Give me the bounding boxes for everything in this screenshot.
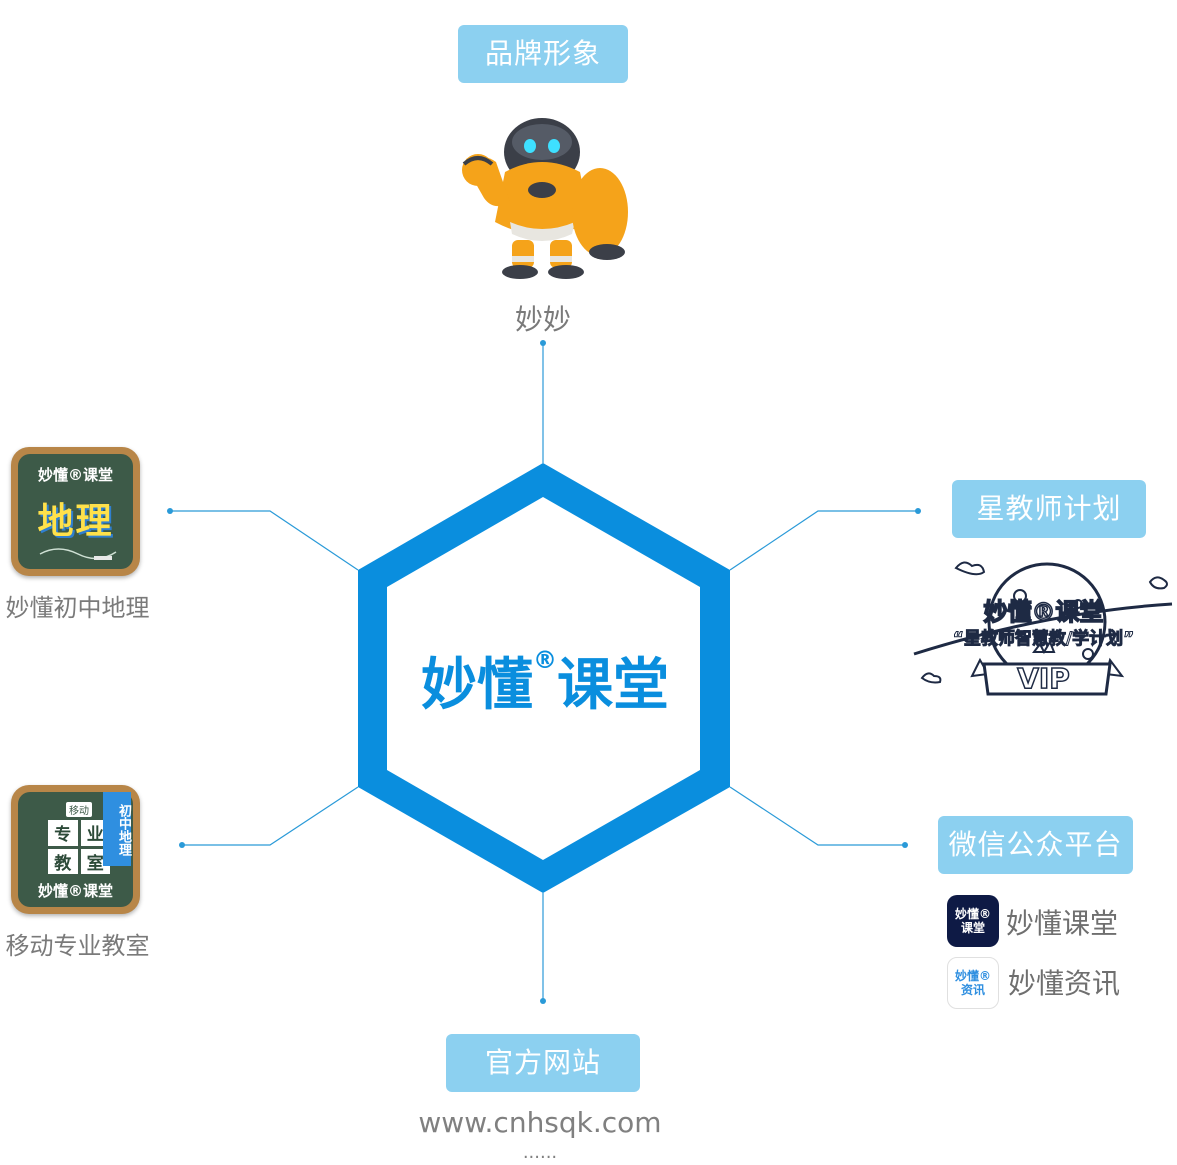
wechat-account-icon-classroom[interactable]: 妙懂®课堂 bbox=[947, 895, 999, 947]
icon-subject-text: 地理 bbox=[37, 501, 114, 542]
brand-registered-mark: ® bbox=[533, 646, 557, 674]
caption-mobile-classroom: 移动专业教室 bbox=[5, 932, 150, 960]
grid-cell: 专 bbox=[48, 820, 78, 846]
icon-brand-text: 妙懂®课堂 bbox=[37, 882, 113, 900]
icon-character-grid: 专 业 教 室 bbox=[48, 820, 110, 874]
badge-line-plan: “星教师智慧教/学计划” bbox=[952, 629, 1135, 650]
node-dot-right-top bbox=[915, 508, 921, 514]
caption-geography-app: 妙懂初中地理 bbox=[5, 594, 150, 622]
connector-left-bottom bbox=[182, 786, 359, 846]
app-icon-geography[interactable]: 妙懂®课堂 地理 bbox=[11, 447, 140, 576]
connector-right-bottom bbox=[729, 786, 905, 846]
caption-mascot: 妙妙 bbox=[514, 303, 571, 336]
grid-cell: 教 bbox=[48, 848, 78, 874]
pill-official-website: 官方网站 bbox=[446, 1034, 640, 1092]
node-dot-top bbox=[540, 340, 546, 346]
badge-vip: VIP bbox=[1016, 661, 1070, 696]
star-teacher-badge: 妙懂®课堂 “星教师智慧教/学计划” VIP bbox=[910, 552, 1177, 702]
website-url-link[interactable]: www.cnhsqk.com bbox=[418, 1106, 662, 1139]
icon-tag-mobile: 移动 bbox=[66, 802, 92, 817]
robot-mascot-icon bbox=[462, 118, 628, 279]
chalkboard: 移动 专 业 教 室 初中地理 妙懂®课堂 bbox=[18, 792, 133, 907]
node-dot-left-bottom bbox=[179, 842, 185, 848]
node-dot-left-top bbox=[167, 508, 173, 514]
wechat-account-label-news[interactable]: 妙懂资讯 bbox=[1008, 967, 1121, 1000]
pill-brand-image: 品牌形象 bbox=[458, 25, 628, 83]
chalk-doodle-icon bbox=[39, 548, 117, 560]
app-icon-mobile-classroom[interactable]: 移动 专 业 教 室 初中地理 妙懂®课堂 bbox=[11, 785, 140, 914]
icon-brand-text: 妙懂®课堂 bbox=[37, 466, 113, 484]
node-dot-right-bottom bbox=[902, 842, 908, 848]
wechat-account-label-classroom[interactable]: 妙懂课堂 bbox=[1006, 907, 1119, 940]
chalkboard: 妙懂®课堂 地理 bbox=[18, 454, 133, 569]
brand-tail: 课堂 bbox=[557, 653, 669, 718]
wechat-account-icon-news[interactable]: 妙懂®资讯 bbox=[947, 957, 999, 1009]
badge-line-brand: 妙懂®课堂 bbox=[983, 597, 1105, 627]
connector-right-top bbox=[729, 510, 918, 571]
more-ellipsis: ...... bbox=[522, 1142, 558, 1163]
pill-star-teacher-plan: 星教师计划 bbox=[952, 480, 1146, 538]
center-hexagon-inner bbox=[387, 497, 700, 860]
icon-ribbon: 初中地理 bbox=[103, 792, 131, 866]
badge-graphics-icon bbox=[913, 561, 1173, 696]
connector-left-top bbox=[170, 510, 359, 571]
node-dot-bottom bbox=[540, 998, 546, 1004]
pill-wechat-platform: 微信公众平台 bbox=[938, 816, 1133, 874]
center-brand: 妙懂®课堂 bbox=[400, 640, 690, 721]
brand-main: 妙懂 bbox=[421, 653, 533, 718]
